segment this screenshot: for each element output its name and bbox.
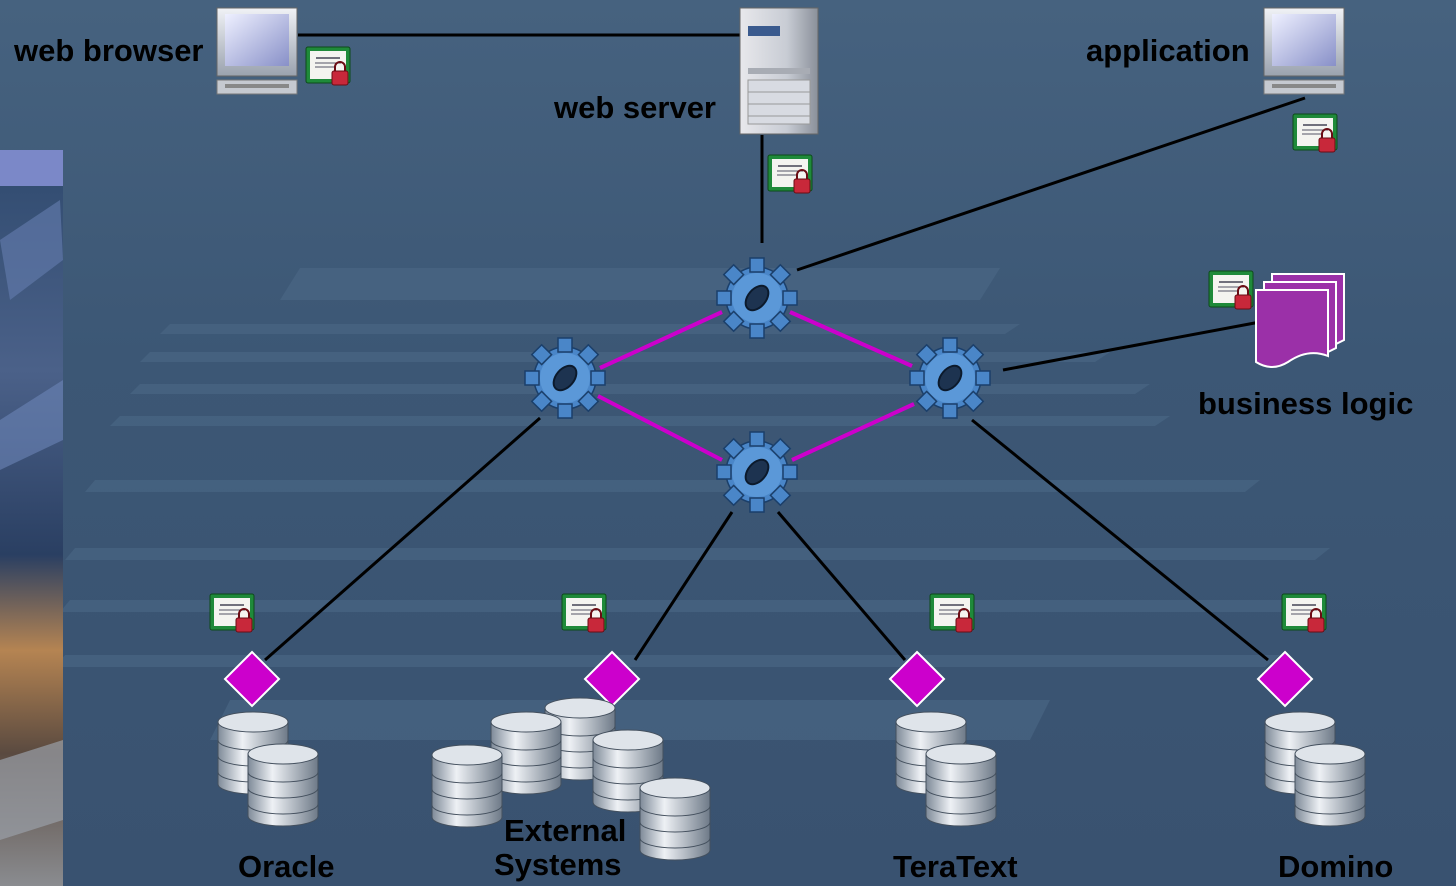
label-systems: Systems bbox=[494, 847, 622, 882]
gear-icon bbox=[524, 337, 606, 419]
certificate-lock-icon bbox=[767, 154, 813, 194]
links bbox=[264, 33, 1306, 662]
certificate-lock-icon bbox=[1208, 270, 1254, 310]
left-photo-panel bbox=[0, 150, 63, 886]
label-teratext: TeraText bbox=[893, 849, 1018, 884]
computer-icon bbox=[216, 7, 298, 95]
label-application: application bbox=[1086, 33, 1250, 68]
connector-diamond-icon bbox=[223, 650, 281, 708]
label-external: External bbox=[504, 813, 627, 848]
database-icon bbox=[925, 743, 997, 827]
database-icon bbox=[1294, 743, 1366, 827]
connector-diamond-icon bbox=[1256, 650, 1314, 708]
database-icon bbox=[431, 744, 503, 828]
certificate-lock-icon bbox=[1292, 113, 1338, 153]
gear-icon bbox=[909, 337, 991, 419]
gear-icon bbox=[716, 257, 798, 339]
connector-diamond-icon bbox=[888, 650, 946, 708]
label-domino: Domino bbox=[1278, 849, 1394, 884]
database-icon bbox=[247, 743, 319, 827]
database-icon bbox=[639, 777, 711, 861]
label-web-browser: web browser bbox=[14, 33, 204, 68]
mesh-links bbox=[597, 310, 915, 462]
certificate-lock-icon bbox=[305, 46, 351, 86]
certificate-lock-icon bbox=[561, 593, 607, 633]
certificate-lock-icon bbox=[929, 593, 975, 633]
label-business-logic: business logic bbox=[1198, 386, 1414, 421]
gear-icon bbox=[716, 431, 798, 513]
label-web-server: web server bbox=[554, 90, 716, 125]
label-oracle: Oracle bbox=[238, 849, 335, 884]
certificate-lock-icon bbox=[209, 593, 255, 633]
computer-icon bbox=[1263, 7, 1345, 95]
certificate-lock-icon bbox=[1281, 593, 1327, 633]
document-stack-icon bbox=[1255, 273, 1345, 368]
server-icon bbox=[739, 7, 819, 135]
